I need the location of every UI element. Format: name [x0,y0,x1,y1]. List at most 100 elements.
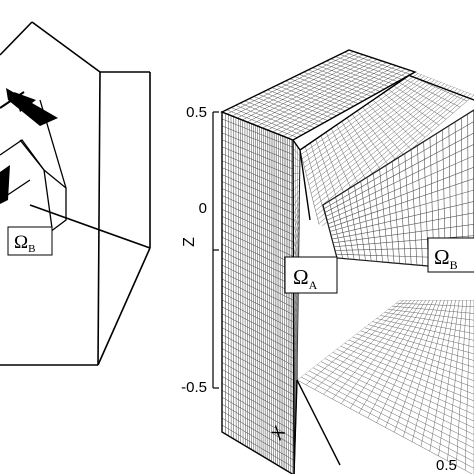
floor-mesh-v-line [358,300,427,414]
floor-mesh-v-line [411,300,449,442]
inner-left-mesh-v-line [293,230,300,258]
front-mesh-v-line [222,403,294,447]
top-mesh-v-line [289,78,359,104]
top-mesh-v-line [339,54,407,78]
omega-b-label-right: ΩB [427,237,474,273]
top-face [220,49,417,141]
front-mesh-v-line [222,167,294,199]
front-mesh-v-line [222,250,294,286]
omega-subscript: B [28,243,35,255]
floor-mesh-v-line [332,300,415,400]
right-mesh-panel: 0.5 0 -0.5 Z X 0.5 ΩA ΩB [181,49,474,474]
floor-mesh-v-line [402,300,445,438]
top-mesh-v-line [280,82,350,109]
inner-left-mesh-v-line [293,293,299,350]
top-mesh-v-line [262,91,333,119]
front-mesh-v-line [222,195,294,228]
omega-b-label-box [427,237,474,273]
front-mesh-v-line [222,264,294,301]
inner-left-mesh-v-line [293,287,299,342]
top-mesh-v-line [285,80,355,107]
inner-left-mesh-v-line [293,299,299,358]
front-face [221,110,295,474]
omega-a-label: ΩA [284,256,338,294]
front-mesh-v-line [222,236,294,272]
top-mesh-v-line [317,65,385,90]
front-mesh-v-line [222,118,294,148]
floor-mesh-v-line [349,300,423,409]
diag-mesh-v-line [327,166,474,225]
inner-left-mesh-v-line [293,190,300,199]
front-mesh-v-line [222,174,294,206]
back-mesh-v-line [308,82,442,185]
front-mesh-v-line [222,216,294,250]
top-mesh-v-line [308,69,376,95]
floor-mesh-v-line [394,300,441,433]
arrow-glyphs [0,88,58,204]
inner-left-mesh-v-line [293,164,300,168]
front-mesh-v-line [222,188,294,221]
diag-mesh-v-line [326,155,474,221]
front-mesh-v-line [222,417,294,461]
front-mesh-v-line [222,146,294,177]
front-mesh-v-line [222,410,294,454]
inner-left-mesh-v-line [293,195,300,208]
front-mesh-v-line [222,348,294,388]
diag-mesh-v-line [324,132,474,213]
floor-mesh-v-line [456,300,467,466]
top-mesh-v-line [326,60,394,85]
inner-left-mesh-v-line [293,224,300,249]
front-mesh-v-line [222,334,294,374]
inner-left-mesh-v-line [293,148,300,156]
front-mesh-v-line [222,202,294,235]
front-mesh-v-line [222,355,294,396]
omega-subscript: B [450,258,458,272]
top-mesh-v-line [235,105,307,133]
diag-mesh-v-line [328,178,474,228]
top-mesh-v-line [249,98,320,126]
back-mesh-v-line [315,89,462,211]
front-mesh-v-line [222,209,294,243]
inner-left-mesh-v-line [293,156,300,162]
omega-a-label-box [284,256,338,294]
omega-symbol: Ω [434,245,450,269]
inner-left-mesh-v-line [293,178,300,183]
inner-left-mesh-v-line [293,184,300,191]
front-mesh-v-line [222,369,294,410]
floor-mesh-v-line [464,300,471,471]
inner-left-mesh-v-line [293,322,298,392]
front-mesh-v-line [222,132,294,163]
front-mesh-v-line [222,424,294,468]
diag-mesh-v-line [325,144,474,217]
top-mesh-v-line [226,109,298,138]
omega-b-label-box [7,226,53,256]
z-axis-label: Z [181,237,198,247]
top-mesh-v-line [330,58,398,82]
front-mesh-v-line [222,383,294,425]
back-inner-wall [300,72,474,230]
back-mesh-v-line [300,73,419,155]
front-mesh-v-line [222,299,294,337]
floor-mesh-v-line [385,300,438,428]
top-mesh-v-line [335,56,403,80]
front-mesh-v-line [222,306,294,345]
floor-mesh-v-line [429,300,456,452]
top-mesh-v-line [303,71,372,97]
back-mesh-v-line [314,88,458,207]
svg-text:ΩA: ΩA [293,265,318,292]
inner-left-mesh-v-line [293,201,300,216]
floor-surface [297,300,474,474]
back-mesh-v-line [307,80,439,181]
front-mesh-v-line [222,362,294,403]
z-tick-bottom: -0.5 [181,379,207,396]
back-mesh-v-line [305,78,432,172]
floor-mesh-v-line [305,300,404,385]
svg-text:ΩB: ΩB [434,245,458,272]
back-mesh-v-line [312,85,452,198]
inner-left-mesh-v-line [293,172,300,174]
front-mesh-v-line [222,223,294,257]
back-mesh-v-line [302,74,422,159]
diag-mesh-v-line [331,212,474,240]
x-tick-partial: 0.5 [436,457,457,474]
